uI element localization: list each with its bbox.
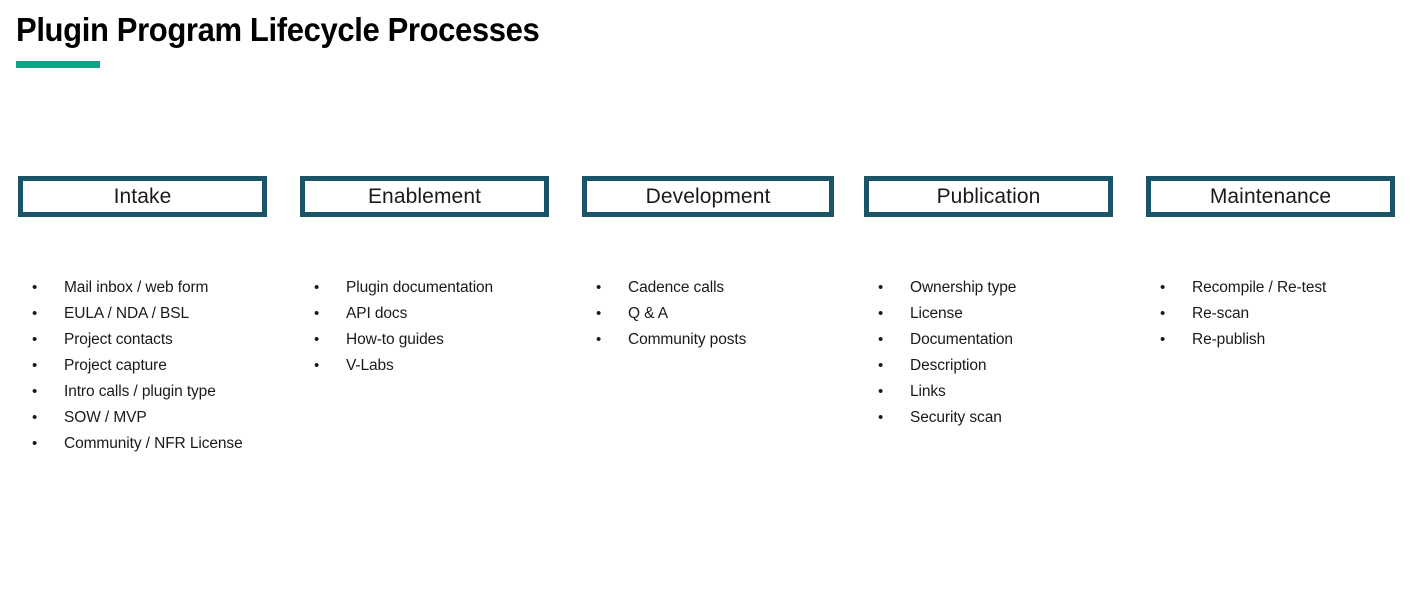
bullet-icon: • [878, 383, 884, 400]
phase-title: Enablement [367, 185, 482, 208]
list-item-label: Links [910, 383, 946, 400]
list-item: • Re-scan [1160, 301, 1326, 327]
phase-column-enablement: Enablement • Plugin documentation • API docs… [300, 176, 549, 374]
phase-header-box-publication[interactable]: Publication [864, 176, 1113, 217]
bullet-icon: • [32, 305, 38, 322]
list-item: • Cadence calls [596, 275, 746, 301]
list-item: • Re-publish [1160, 327, 1326, 353]
list-item-label: Intro calls / plugin type [64, 383, 216, 400]
list-item-label: Description [910, 357, 987, 374]
list-item: • License [878, 301, 1016, 327]
list-item-label: License [910, 305, 963, 322]
phase-item-list: • Cadence calls • Q & A • Community posts [596, 275, 746, 353]
list-item-label: Community / NFR License [64, 435, 243, 452]
list-item-label: Ownership type [910, 279, 1017, 296]
list-item-label: Re-scan [1192, 305, 1250, 322]
bullet-icon: • [596, 331, 602, 348]
bullet-icon: • [878, 279, 884, 296]
list-item: • V-Labs [314, 353, 493, 379]
bullet-icon: • [878, 357, 884, 374]
list-item-label: Documentation [910, 331, 1013, 348]
bullet-icon: • [314, 305, 320, 322]
list-item-label: Plugin documentation [346, 279, 494, 296]
list-item: • EULA / NDA / BSL [32, 301, 243, 327]
phase-column-maintenance: Maintenance•Recompile / Re-test•Re-scan•… [1146, 176, 1395, 348]
phase-item-list: • Recompile / Re-test • Re-scan • Re-publish [1160, 275, 1326, 353]
phase-column-intake: Intake • Mail inbox / web form • EULA / NDA … [18, 176, 267, 452]
phase-column-development: Development • Cadence calls • Q & A • Communit… [582, 176, 834, 348]
bullet-icon: • [314, 331, 320, 348]
list-item: • Ownership type [878, 275, 1016, 301]
list-item-label: Community posts [628, 331, 747, 348]
bullet-icon: • [1160, 305, 1166, 322]
bullet-icon: • [878, 409, 884, 426]
list-item: • Project contacts [32, 327, 243, 353]
phase-header-box-enablement[interactable]: Enablement [300, 176, 549, 217]
list-item-label: Re-publish [1192, 331, 1266, 348]
list-item: • Recompile / Re-test [1160, 275, 1326, 301]
phase-header-box-maintenance[interactable]: Maintenance [1146, 176, 1395, 217]
page-title: Plugin Program Lifecycle Processes [16, 11, 540, 48]
lifecycle-phase-columns: Intake • Mail inbox / web form • EULA / NDA … [0, 176, 1427, 476]
list-item: • Links [878, 379, 1016, 405]
bullet-icon: • [878, 331, 884, 348]
bullet-icon: • [314, 279, 320, 296]
bullet-icon: • [878, 305, 884, 322]
bullet-icon: • [1160, 279, 1166, 296]
list-item: • API docs [314, 301, 493, 327]
bullet-icon: • [32, 409, 38, 426]
phase-title: Intake [113, 185, 172, 208]
bullet-icon: • [32, 435, 38, 452]
title-accent-rule [16, 61, 100, 68]
list-item-label: SOW / MVP [64, 409, 147, 426]
list-item: • How-to guides [314, 327, 493, 353]
list-item-label: Mail inbox / web form [64, 279, 209, 296]
list-item-label: Q & A [628, 305, 668, 322]
list-item: • Description [878, 353, 1016, 379]
list-item-label: Recompile / Re-test [1192, 279, 1327, 296]
list-item: • Plugin documentation [314, 275, 493, 301]
list-item: • Mail inbox / web form [32, 275, 243, 301]
list-item: • Project capture [32, 353, 243, 379]
list-item: • Intro calls / plugin type [32, 379, 243, 405]
list-item-label: EULA / NDA / BSL [64, 305, 190, 322]
list-item-label: Cadence calls [628, 279, 725, 296]
list-item-label: API docs [346, 305, 408, 322]
phase-item-list: • Plugin documentation • API docs • How-to gu… [314, 275, 493, 379]
phase-item-list: •Mail inbox / web form•EULA / NDA / BSL•… [32, 275, 243, 457]
phase-column-publication: Publication • Ownership type • License • Docum… [864, 176, 1113, 426]
list-item: • Documentation [878, 327, 1016, 353]
bullet-icon: • [32, 357, 38, 374]
bullet-icon: • [32, 383, 38, 400]
bullet-icon: • [596, 305, 602, 322]
list-item: • Security scan [878, 405, 1016, 431]
list-item-label: V-Labs [346, 357, 394, 374]
bullet-icon: • [1160, 331, 1166, 348]
bullet-icon: • [314, 357, 320, 374]
phase-item-list: • Ownership type • License • Documentation • De… [878, 275, 1016, 431]
phase-title: Maintenance [1209, 185, 1332, 208]
list-item-label: Security scan [910, 409, 1002, 426]
phase-header-box-intake[interactable]: Intake [18, 176, 267, 217]
list-item-label: Project capture [64, 357, 167, 374]
list-item-label: Project contacts [64, 331, 173, 348]
list-item: • Community posts [596, 327, 746, 353]
phase-header-box-development[interactable]: Development [582, 176, 834, 217]
list-item: • Community / NFR License [32, 431, 243, 457]
phase-title: Development [645, 185, 771, 208]
list-item-label: How-to guides [346, 331, 444, 348]
bullet-icon: • [596, 279, 602, 296]
list-item: • SOW / MVP [32, 405, 243, 431]
bullet-icon: • [32, 331, 38, 348]
bullet-icon: • [32, 279, 38, 296]
phase-title: Publication [936, 185, 1041, 208]
list-item: • Q & A [596, 301, 746, 327]
